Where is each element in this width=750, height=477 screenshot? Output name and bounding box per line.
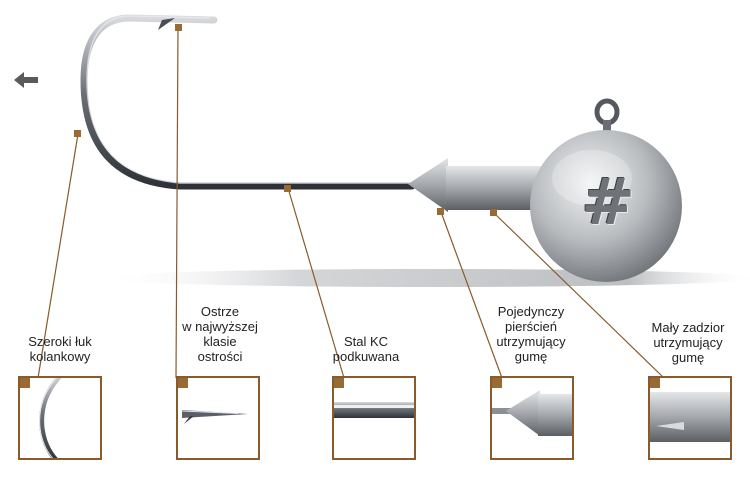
head-logo: # bbox=[581, 166, 635, 240]
detail-box-sharp-point bbox=[176, 376, 260, 460]
detail-box-small-barb bbox=[648, 376, 732, 460]
arrow-left-icon bbox=[14, 72, 38, 88]
leader-single-ring bbox=[440, 211, 503, 379]
leader-sharp-point bbox=[175, 26, 179, 379]
jig-head bbox=[530, 130, 682, 282]
head-collar bbox=[408, 158, 448, 212]
hook-wire-highlight bbox=[86, 15, 410, 184]
callout-label-wide-bend: Szeroki łuk kolankowy bbox=[28, 334, 92, 364]
leader-forged-steel bbox=[287, 187, 345, 379]
callout-label-small-barb: Mały zadzior utrzymujący gumę bbox=[651, 320, 725, 365]
detail-box-forged-steel bbox=[332, 376, 416, 460]
hook-wire bbox=[80, 14, 416, 190]
callout-label-single-ring: Pojedynczy pierścień utrzymujący gumę bbox=[496, 304, 566, 364]
callout-label-forged-steel: Stal KC podkuwana bbox=[332, 334, 400, 364]
detail-box-wide-bend bbox=[18, 376, 102, 460]
hook-barb bbox=[158, 18, 175, 30]
leader-small-barb bbox=[493, 212, 665, 379]
detail-box-single-ring bbox=[490, 376, 574, 460]
callout-label-sharp-point: Ostrze w najwyższej klasie ostrości bbox=[182, 304, 258, 364]
leader-wide-bend bbox=[37, 133, 79, 379]
